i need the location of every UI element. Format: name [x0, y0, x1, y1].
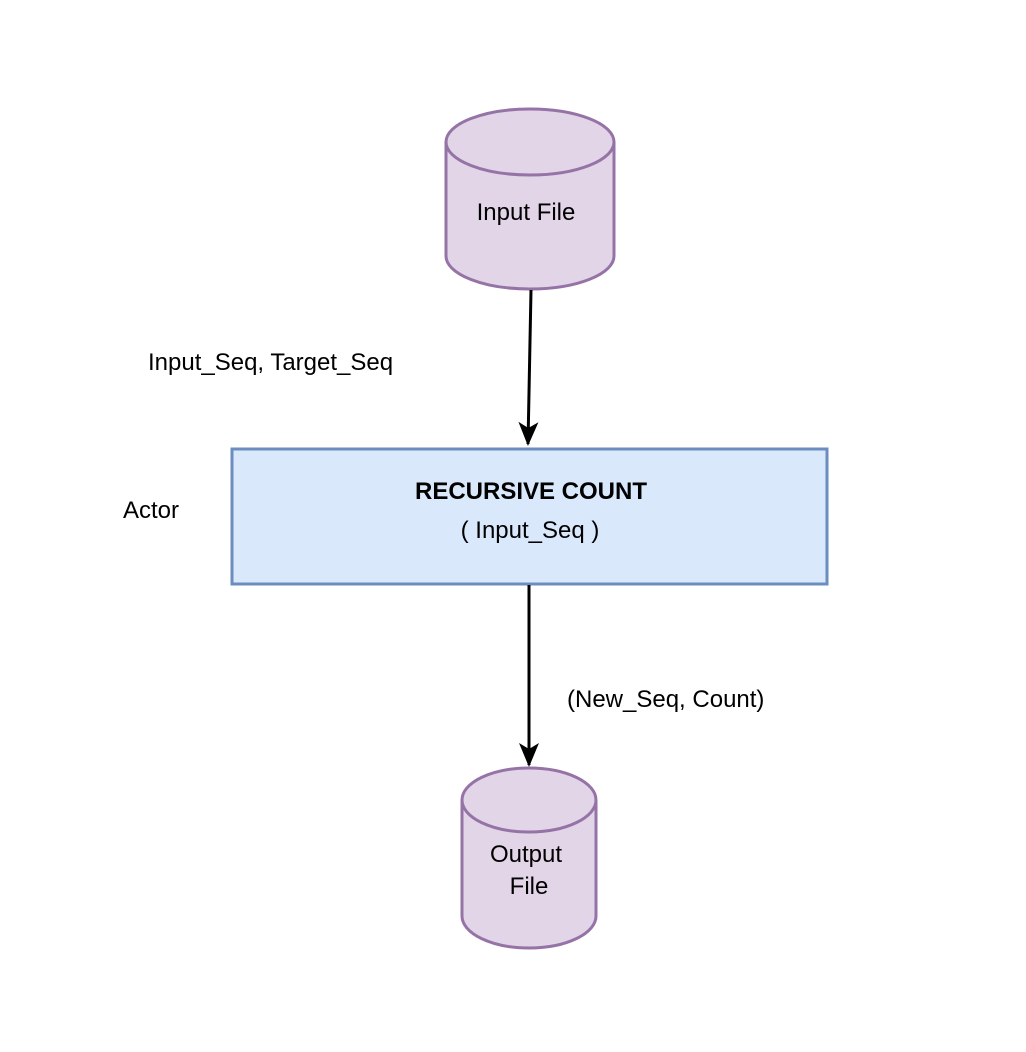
output-file-label-line2: File — [510, 873, 549, 900]
process-title: RECURSIVE COUNT — [415, 478, 647, 505]
input-file-cylinder: Input File — [444, 107, 616, 291]
output-file-label-line1: Output — [490, 841, 562, 868]
edge-input-label: Input_Seq, Target_Seq — [148, 349, 393, 376]
output-file-body — [460, 800, 598, 950]
edge-input-to-process — [518, 289, 539, 446]
edge-output-label: (New_Seq, Count) — [567, 686, 764, 713]
input-file-body — [444, 142, 616, 291]
input-file-label: Input File — [477, 199, 576, 226]
process-subtitle: ( Input_Seq ) — [461, 517, 600, 544]
recursive-count-process: RECURSIVE COUNT ( Input_Seq ) — [230, 447, 829, 586]
output-file-cylinder: Output File — [460, 766, 598, 950]
actor-label: Actor — [123, 497, 179, 524]
output-file-top — [460, 766, 598, 834]
process-box — [230, 447, 829, 586]
input-file-top — [444, 107, 616, 177]
